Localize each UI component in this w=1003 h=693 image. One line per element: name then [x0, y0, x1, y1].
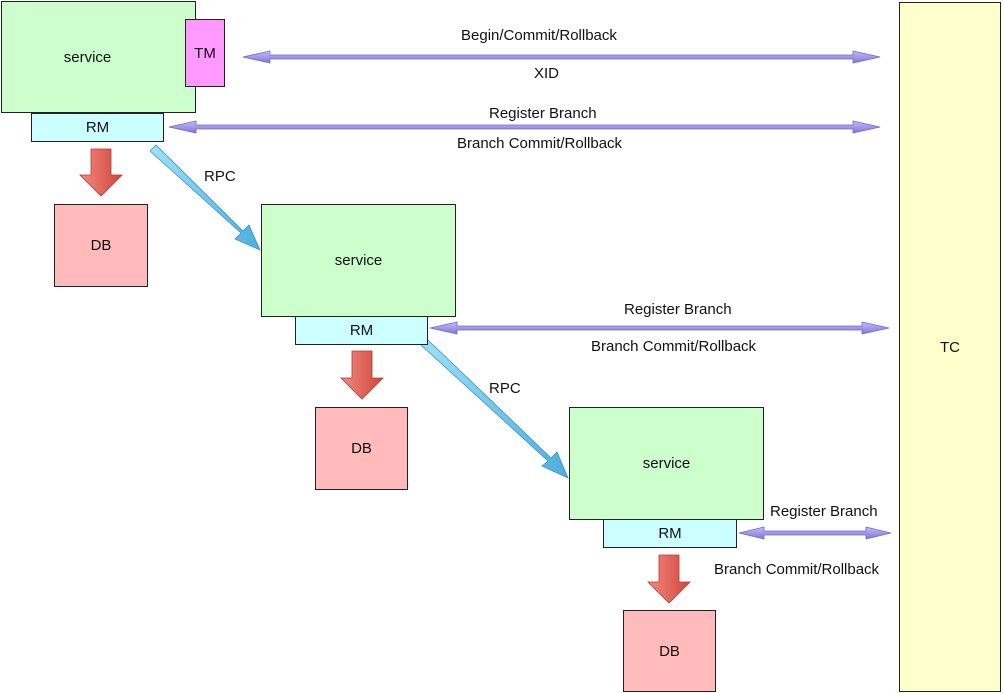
rm1-tc-arrow [168, 120, 881, 134]
service-label: service [334, 252, 383, 269]
db-box: DB [54, 204, 148, 287]
rm-arrow-bottom-label: Branch Commit/Rollback [457, 135, 623, 152]
rm-box: RM [603, 519, 737, 548]
service-label: service [63, 48, 112, 66]
rm-arrow-top-label: Register Branch [489, 105, 597, 122]
rpc-arrow [420, 338, 569, 479]
db-arrow [340, 350, 384, 400]
db-label: DB [351, 440, 372, 457]
tm-arrow-top-label: Begin/Commit/Rollback [461, 27, 617, 44]
tm-arrow-bottom-label: XID [534, 65, 560, 82]
rm-arrow-bottom-label: Branch Commit/Rollback [714, 561, 880, 578]
db-arrow [647, 554, 691, 604]
rm3-tc-arrow [738, 526, 892, 540]
db-label: DB [659, 642, 680, 660]
rm2-tc-arrow [429, 321, 890, 335]
rpc-arrow [149, 144, 261, 251]
db-box: DB [315, 407, 408, 490]
tm-label: TM [194, 44, 216, 62]
db-label: DB [90, 237, 112, 254]
tm-box: TM [185, 19, 225, 87]
service-box: service [261, 204, 456, 317]
service-box: service [569, 407, 764, 520]
rm-box: RM [31, 113, 164, 142]
rm-arrow-top-label: Register Branch [770, 503, 878, 520]
rm-label: RM [658, 525, 682, 542]
service-box: service [1, 1, 196, 113]
rm-arrow-top-label: Register Branch [624, 301, 732, 318]
rm-label: RM [349, 322, 374, 339]
rm-label: RM [85, 119, 110, 136]
rm-arrow-bottom-label: Branch Commit/Rollback [591, 338, 757, 355]
tc-box: TC [899, 2, 1001, 692]
tm-tc-arrow [242, 50, 881, 64]
rm-box: RM [295, 316, 428, 345]
tc-label: TC [940, 338, 960, 356]
db-box: DB [623, 610, 716, 692]
rpc-label: RPC [489, 380, 521, 397]
db-arrow [79, 148, 123, 197]
rpc-label: RPC [204, 168, 236, 185]
service-label: service [642, 455, 691, 472]
